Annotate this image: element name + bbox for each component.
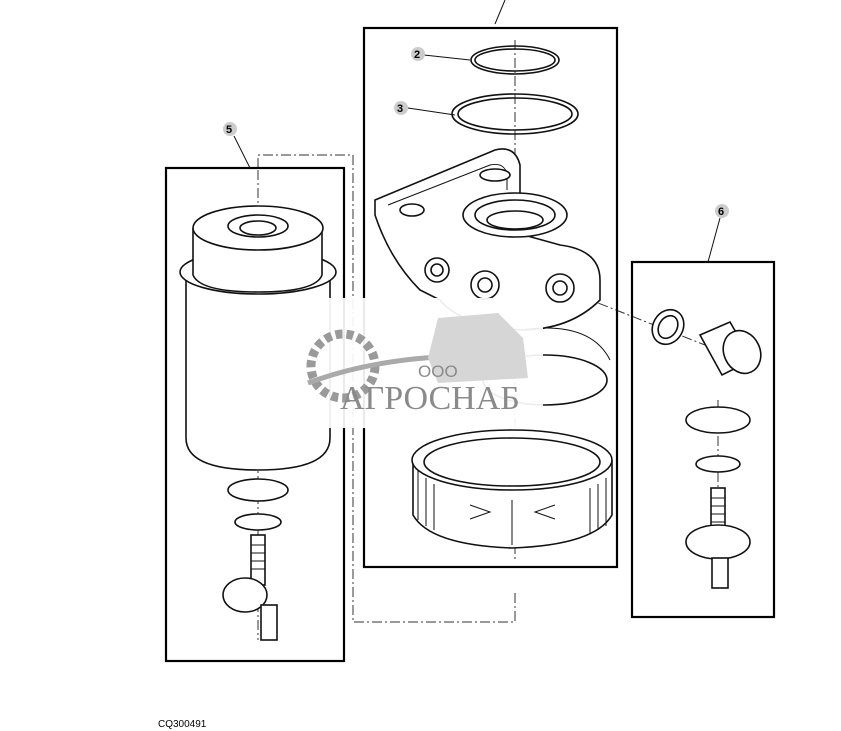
callout-number: 5 bbox=[226, 124, 232, 136]
leader-line-2 bbox=[423, 54, 471, 61]
callout-5: 5 bbox=[223, 122, 237, 136]
drain-o-ring bbox=[227, 478, 289, 502]
leader-line-6 bbox=[707, 217, 721, 263]
callout-2: 2 bbox=[411, 47, 425, 61]
watermark-brand: АГРОСНАБ bbox=[340, 380, 520, 417]
watermark-logo bbox=[306, 313, 528, 403]
callout-6: 6 bbox=[715, 204, 729, 218]
callout-3: 3 bbox=[394, 101, 408, 115]
o-ring-large bbox=[451, 93, 579, 135]
figure-id: CQ300491 bbox=[158, 719, 207, 730]
drain-plug-assembly bbox=[651, 308, 762, 589]
retaining-ring bbox=[411, 429, 613, 549]
leader-line-5 bbox=[233, 135, 251, 169]
assembly-path-line bbox=[257, 154, 516, 623]
plug-group-box bbox=[630, 260, 776, 619]
watermark-prefix: ООО bbox=[418, 362, 458, 381]
leader-line-3 bbox=[407, 107, 456, 116]
filter-element bbox=[179, 205, 337, 641]
callout-number: 3 bbox=[397, 103, 403, 115]
o-ring-small bbox=[470, 45, 560, 75]
leader-line-1 bbox=[494, 0, 506, 25]
head-group-box bbox=[362, 26, 619, 569]
watermark: ООО АГРОСНАБ bbox=[298, 298, 543, 428]
callout-number: 6 bbox=[718, 206, 724, 218]
callout-number: 2 bbox=[414, 49, 420, 61]
